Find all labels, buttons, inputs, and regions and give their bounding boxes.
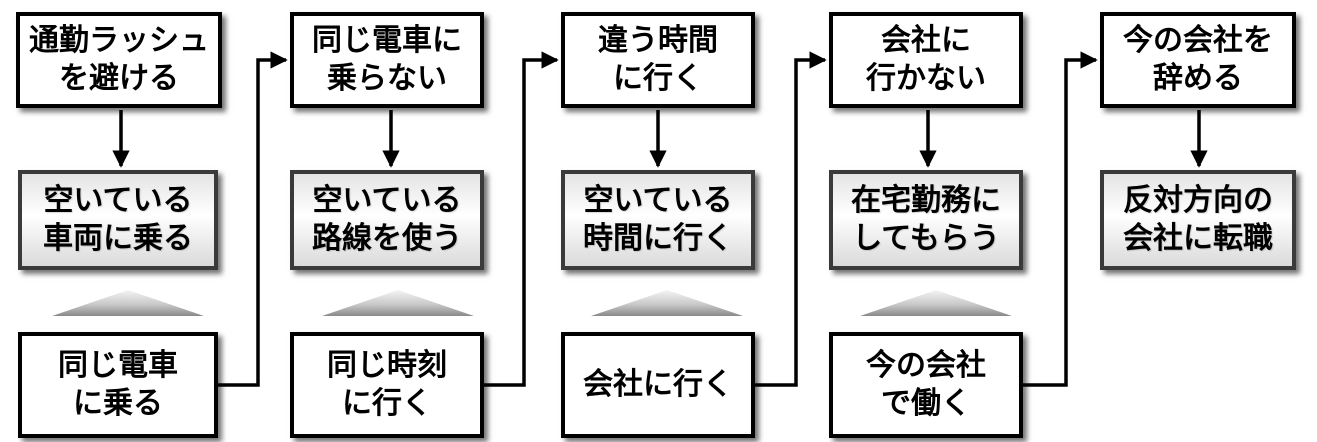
goal-3-line-1: 違う時間 — [598, 23, 718, 58]
elbow-connector-arrow-icon — [1023, 51, 1098, 387]
goal-2-line-2: 乗らない — [327, 61, 447, 96]
habit-box-4: 今の会社 で働く — [829, 332, 1023, 438]
solution-4-line-1: 在宅勤務に — [851, 183, 1001, 218]
goal-4-line-1: 会社に — [881, 23, 971, 58]
solution-5-line-1: 反対方向の — [1123, 183, 1273, 218]
habit-1-line-1: 同じ電車 — [58, 348, 178, 383]
triangle-marker-icon — [591, 290, 743, 316]
habit-2-line-2: に行く — [342, 386, 432, 421]
habit-box-2: 同じ時刻 に行く — [290, 332, 484, 438]
solution-box-4: 在宅勤務に してもらう — [829, 170, 1023, 270]
solution-box-2: 空いている 路線を使う — [290, 170, 484, 270]
elbow-connector-arrow-icon — [755, 51, 827, 387]
goal-box-4: 会社に 行かない — [829, 12, 1023, 108]
goal-box-5: 今の会社を 辞める — [1100, 12, 1296, 108]
habit-box-3: 会社に行く — [561, 332, 755, 438]
goal-box-3: 違う時間 に行く — [561, 12, 755, 108]
habit-box-1: 同じ電車 に乗る — [18, 332, 218, 438]
goal-2-line-1: 同じ電車に — [312, 23, 462, 58]
goal-5-line-1: 今の会社を — [1123, 23, 1273, 58]
goal-1-line-1: 通勤ラッシュ — [29, 23, 209, 58]
triangle-marker-icon — [860, 290, 1012, 316]
elbow-connector-arrow-icon — [218, 51, 288, 387]
solution-3-line-1: 空いている — [583, 183, 733, 218]
down-arrows — [112, 110, 1208, 168]
triangle-marker-icon — [322, 290, 474, 316]
solution-3-line-2: 時間に行く — [583, 221, 733, 256]
solution-2-line-1: 空いている — [312, 183, 462, 218]
solution-1-line-2: 車両に乗る — [43, 221, 193, 256]
habit-4-line-1: 今の会社 — [866, 348, 986, 383]
elbow-connector-arrow-icon — [484, 51, 559, 387]
goal-1-line-2: を避ける — [59, 61, 179, 96]
solution-box-3: 空いている 時間に行く — [561, 170, 755, 270]
solution-box-5: 反対方向の 会社に転職 — [1100, 170, 1296, 270]
goal-3-line-2: に行く — [613, 61, 703, 96]
solution-2-line-2: 路線を使う — [312, 221, 462, 256]
solution-box-1: 空いている 車両に乗る — [18, 170, 218, 270]
goal-box-2: 同じ電車に 乗らない — [290, 12, 484, 108]
triangle-markers — [52, 290, 1012, 316]
solution-4-line-2: してもらう — [852, 221, 1000, 256]
solution-5-line-2: 会社に転職 — [1123, 221, 1273, 256]
goal-4-line-2: 行かない — [866, 61, 986, 96]
solution-1-line-1: 空いている — [43, 183, 193, 218]
habit-3-line-1: 会社に行く — [583, 367, 733, 402]
triangle-marker-icon — [52, 290, 204, 316]
habit-1-line-2: に乗る — [73, 386, 163, 421]
habit-4-line-2: で働く — [881, 386, 971, 421]
habit-2-line-1: 同じ時刻 — [327, 348, 447, 383]
goal-5-line-2: 辞める — [1153, 61, 1243, 96]
goal-box-1: 通勤ラッシュ を避ける — [16, 12, 222, 108]
